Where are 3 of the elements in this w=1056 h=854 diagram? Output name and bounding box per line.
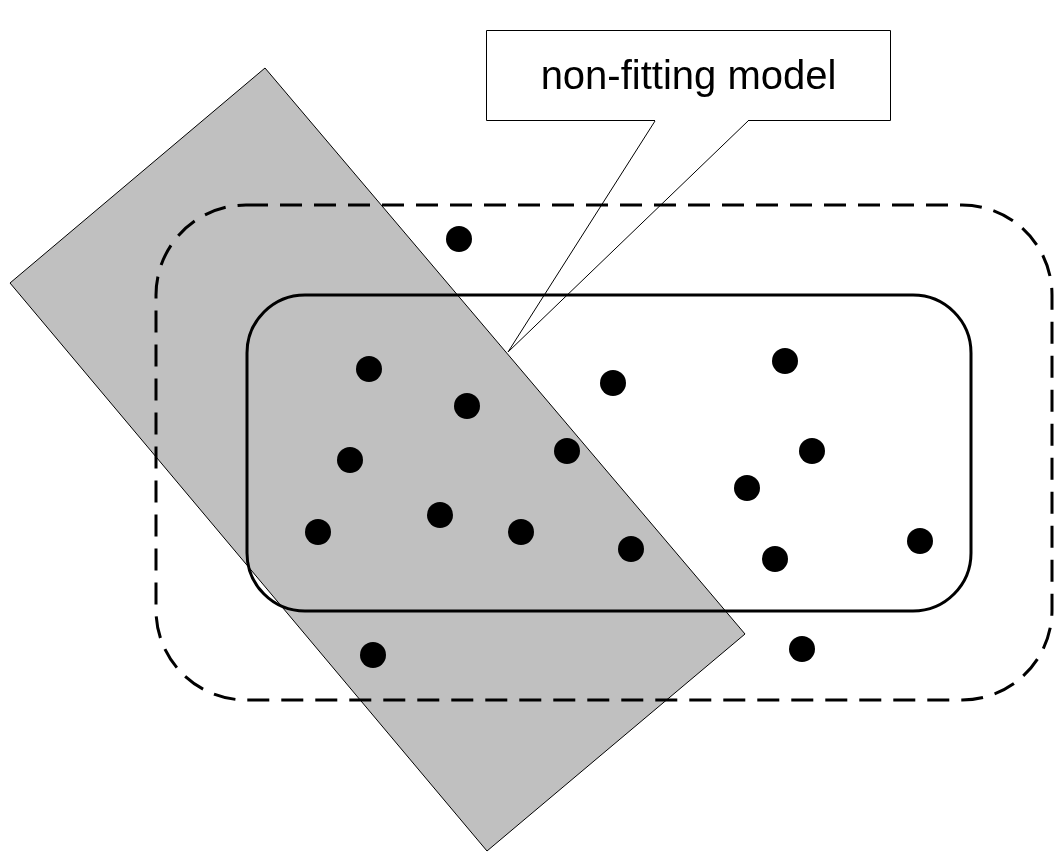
callout-pointer bbox=[507, 120, 749, 353]
callout-box bbox=[486, 30, 891, 121]
callout-text: non-fitting model bbox=[540, 53, 837, 98]
